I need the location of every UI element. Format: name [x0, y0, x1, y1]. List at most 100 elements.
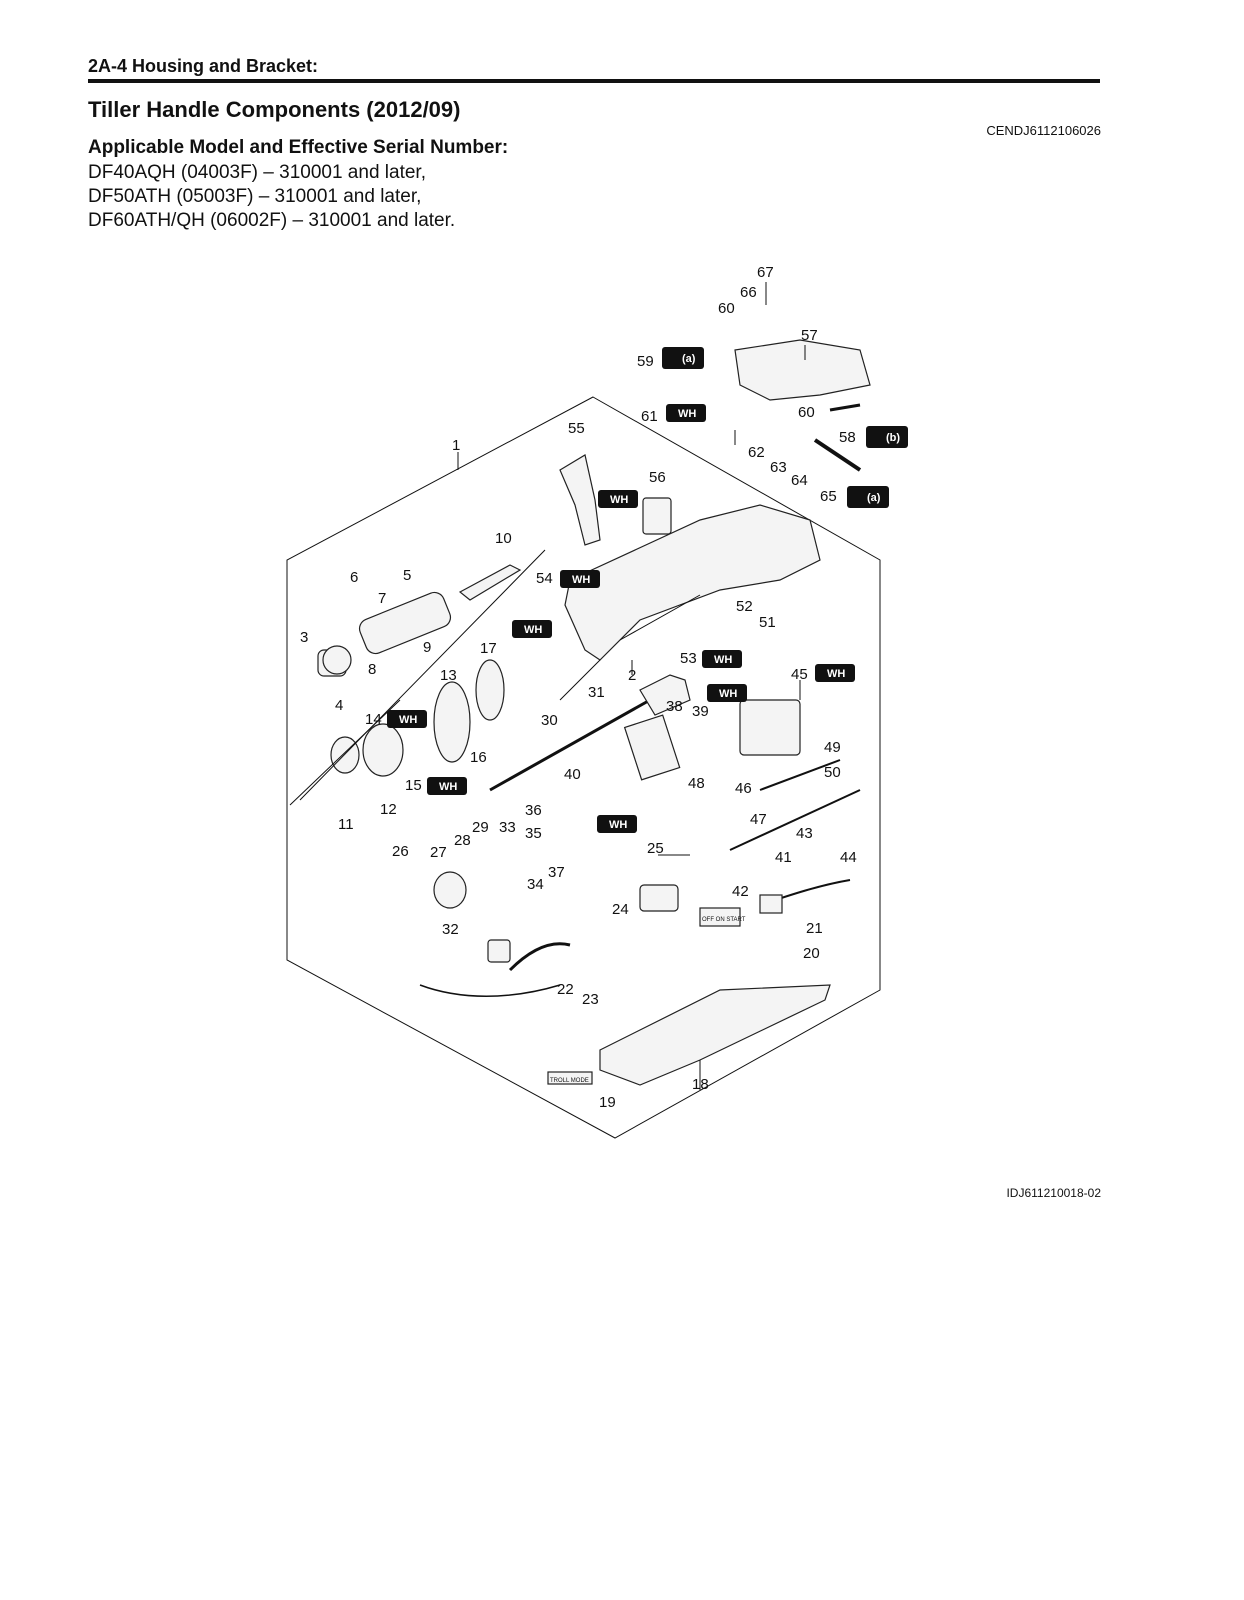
- part-number: 31: [588, 684, 605, 701]
- plate-label: OFF ON START: [702, 917, 746, 923]
- svg-text:(b): (b): [886, 432, 900, 444]
- svg-text:WH: WH: [439, 781, 457, 793]
- part-number: 58: [839, 429, 856, 446]
- svg-text:(a): (a): [682, 353, 696, 365]
- part-number: 42: [732, 883, 749, 900]
- part-number: 65: [820, 488, 837, 505]
- part-number: 45: [791, 666, 808, 683]
- section-header: 2A-4 Housing and Bracket:: [88, 56, 319, 76]
- model-line: DF60ATH/QH (06002F) – 310001 and later.: [88, 210, 456, 231]
- document-code: CENDJ6112106026: [986, 123, 1101, 138]
- figure-code: IDJ611210018-02: [1006, 1186, 1101, 1200]
- part-number: 22: [557, 981, 574, 998]
- svg-text:(a): (a): [867, 492, 881, 504]
- grease-wh-icon: WH: [427, 777, 467, 795]
- part-number: 64: [791, 472, 808, 489]
- svg-text:WH: WH: [399, 714, 417, 726]
- part-number: 5: [403, 567, 411, 584]
- svg-text:WH: WH: [524, 624, 542, 636]
- part-number: 2: [628, 667, 636, 684]
- header-rule: [88, 79, 1100, 83]
- part-number: 26: [392, 843, 409, 860]
- part-number: 54: [536, 570, 553, 587]
- part-labels: 1 2 3 4 5 6 7 8 9 10 11 12 13 14 15 16 1…: [300, 264, 857, 1111]
- grease-wh-icon: WH: [598, 490, 638, 508]
- part-number: 14: [365, 711, 382, 728]
- part-number: 52: [736, 598, 753, 615]
- part-number: 55: [568, 420, 585, 437]
- part-number: 66: [740, 284, 757, 301]
- torque-wrench-icon: (a): [847, 486, 889, 508]
- part-number: 67: [757, 264, 774, 281]
- part-number: 33: [499, 819, 516, 836]
- part-number: 59: [637, 353, 654, 370]
- grease-wh-icon: WH: [597, 815, 637, 833]
- part-number: 11: [338, 816, 354, 833]
- torque-wrench-icon: (b): [866, 426, 908, 448]
- grease-symbols: WH WH WH WH WH WH WH WH: [387, 404, 855, 833]
- part-number: 39: [692, 703, 709, 720]
- part-number: 34: [527, 876, 544, 893]
- part-number: 41: [775, 849, 792, 866]
- part-number: 23: [582, 991, 599, 1008]
- part-number: 44: [840, 849, 857, 866]
- leader-lines: [457, 282, 806, 1090]
- part-number: 47: [750, 811, 767, 828]
- part-number: 32: [442, 921, 459, 938]
- part-number: 36: [525, 802, 542, 819]
- grease-wh-icon: WH: [560, 570, 600, 588]
- part-number: 57: [801, 327, 818, 344]
- part-number: 46: [735, 780, 752, 797]
- part-number: 12: [380, 801, 397, 818]
- part-number: 16: [470, 749, 487, 766]
- part-number: 30: [541, 712, 558, 729]
- grease-wh-icon: WH: [512, 620, 552, 638]
- part-number: 43: [796, 825, 813, 842]
- part-number: 50: [824, 764, 841, 781]
- part-number: 53: [680, 650, 697, 667]
- part-number: 60: [798, 404, 815, 421]
- part-number: 49: [824, 739, 841, 756]
- grease-wh-icon: WH: [387, 710, 427, 728]
- part-number: 35: [525, 825, 542, 842]
- applicable-heading: Applicable Model and Effective Serial Nu…: [88, 137, 509, 158]
- grease-wh-icon: WH: [707, 684, 747, 702]
- page-title: Tiller Handle Components (2012/09): [88, 97, 461, 122]
- torque-symbols: (a) (b) (a): [662, 347, 908, 508]
- part-number: 4: [335, 697, 343, 714]
- grease-wh-icon: WH: [815, 664, 855, 682]
- part-number: 18: [692, 1076, 709, 1093]
- diagram-frame: [286, 396, 881, 1139]
- part-number: 3: [300, 629, 308, 646]
- part-number: 10: [495, 530, 512, 547]
- svg-text:WH: WH: [827, 668, 845, 680]
- parts-drawing: OFF ON START TROLL MODE: [289, 339, 871, 1086]
- part-number: 27: [430, 844, 447, 861]
- part-number: 29: [472, 819, 489, 836]
- part-number: 48: [688, 775, 705, 792]
- part-number: 37: [548, 864, 565, 881]
- part-number: 21: [806, 920, 823, 937]
- part-number: 15: [405, 777, 422, 794]
- part-number: 1: [452, 437, 460, 454]
- part-number: 19: [599, 1094, 616, 1111]
- torque-wrench-icon: (a): [662, 347, 704, 369]
- part-number: 24: [612, 901, 629, 918]
- svg-text:WH: WH: [610, 494, 628, 506]
- part-number: 7: [378, 590, 386, 607]
- svg-text:WH: WH: [719, 688, 737, 700]
- part-number: 25: [647, 840, 664, 857]
- part-number: 13: [440, 667, 457, 684]
- part-number: 60: [718, 300, 735, 317]
- grease-wh-icon: WH: [702, 650, 742, 668]
- part-number: 9: [423, 639, 431, 656]
- grease-wh-icon: WH: [666, 404, 706, 422]
- part-number: 63: [770, 459, 787, 476]
- model-line: DF40AQH (04003F) – 310001 and later,: [88, 162, 426, 183]
- part-number: 62: [748, 444, 765, 461]
- part-number: 51: [759, 614, 776, 631]
- part-number: 40: [564, 766, 581, 783]
- part-number: 6: [350, 569, 358, 586]
- plate-label: TROLL MODE: [550, 1078, 589, 1084]
- svg-text:WH: WH: [714, 654, 732, 666]
